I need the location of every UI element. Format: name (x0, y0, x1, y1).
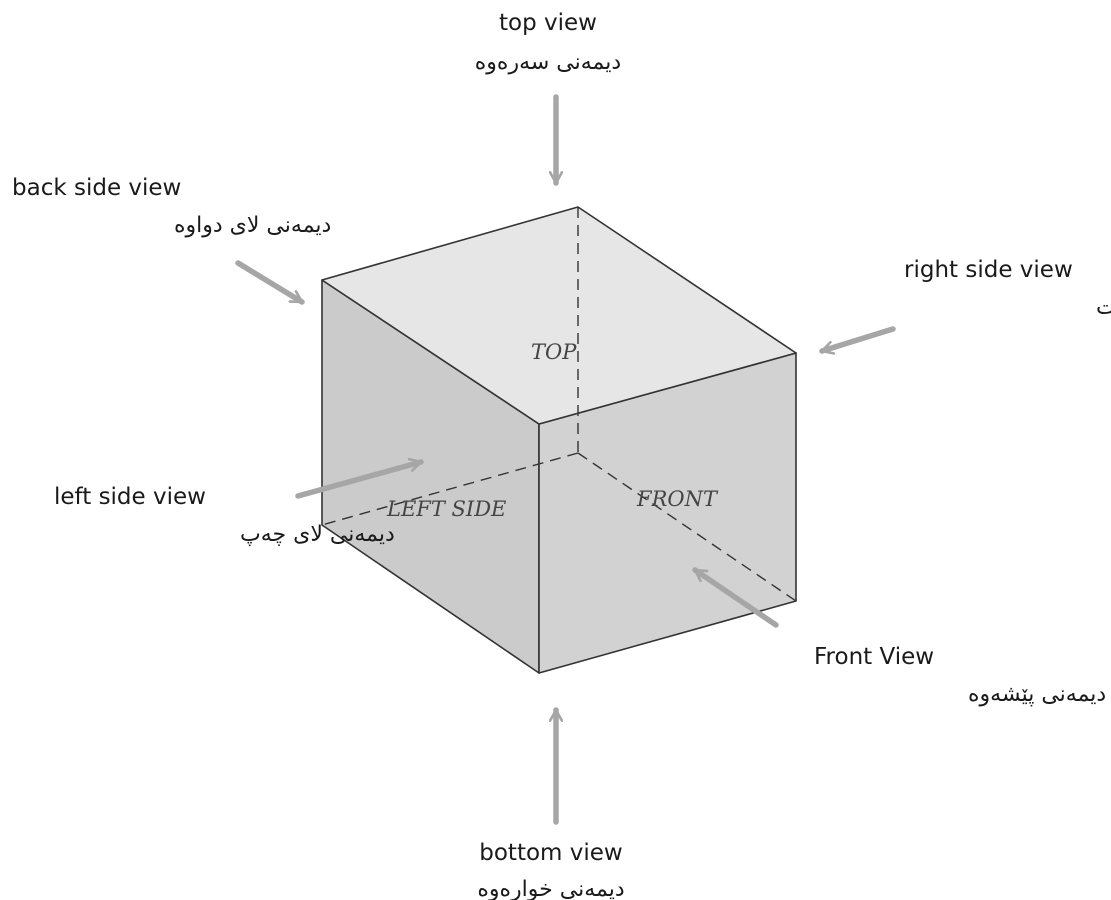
label-back-side-view-ku: دیمەنی لای دواوە (174, 213, 331, 238)
label-back-side-view-en: back side view (12, 175, 181, 201)
arrow-right-side-view (819, 326, 896, 351)
face-label-front: FRONT (636, 487, 719, 511)
label-front-view-en: Front View (814, 644, 934, 670)
label-top-view-en: top view (499, 10, 597, 36)
label-bottom-view-ku: دیمەنی خوارەوە (477, 877, 624, 900)
face-label-left-side: LEFT SIDE (386, 497, 506, 521)
arrow-back-side-view (235, 260, 305, 305)
cube: TOP LEFT SIDE FRONT (321, 206, 797, 674)
label-bottom-view-en: bottom view (479, 840, 622, 866)
view-arrows (235, 94, 896, 825)
arrow-front-view (692, 567, 779, 628)
label-left-side-view-ku: دیمەنی لای چەپ (240, 522, 395, 547)
label-front-view-ku: دیمەنی پێشەوە (968, 682, 1106, 707)
label-top-view-ku: دیمەنی سەرەوە (475, 50, 621, 75)
hidden-edges (321, 207, 797, 602)
label-right-side-view-ku: دیمەنی لای ڕاست (1096, 295, 1111, 320)
view-labels: top view دیمەنی سەرەوە back side view دی… (12, 10, 1111, 900)
label-right-side-view-en: right side view (904, 257, 1073, 283)
hidden-edge-left (321, 452, 579, 526)
cube-face-top (321, 206, 797, 425)
label-left-side-view-en: left side view (54, 484, 206, 510)
face-label-top: TOP (531, 340, 577, 364)
hidden-edge-front (577, 452, 797, 602)
arrow-left-side-view (295, 462, 424, 499)
